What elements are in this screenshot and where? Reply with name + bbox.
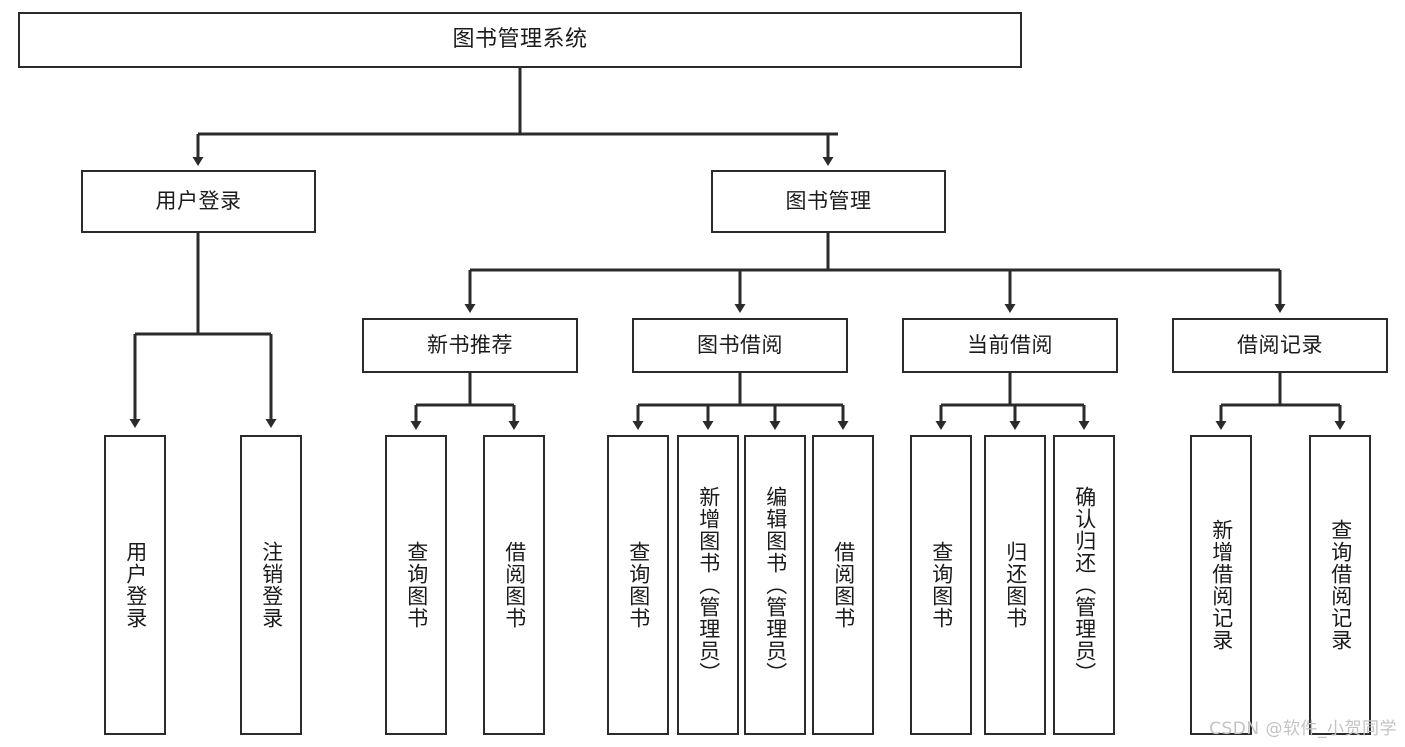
node-leaf-1[interactable]: 用户登录 [104, 435, 166, 735]
node-level3-label: 新书推荐 [427, 332, 513, 357]
node-leaf-label: 借阅图书 [502, 541, 527, 629]
node-leaf-label: 用户登录 [123, 541, 148, 629]
node-level3-3[interactable]: 当前借阅 [902, 318, 1118, 373]
node-leaf-6[interactable]: 新增图书（管理员） [677, 435, 739, 735]
node-root-label: 图书管理系统 [452, 26, 588, 52]
node-level3-label: 图书借阅 [697, 332, 783, 357]
node-leaf-7[interactable]: 编辑图书（管理员） [744, 435, 806, 735]
node-leaf-8[interactable]: 借阅图书 [812, 435, 874, 735]
node-leaf-label: 借阅图书 [831, 541, 856, 629]
node-leaf-label: 注销登录 [259, 541, 284, 629]
node-leaf-label: 查询借阅记录 [1328, 519, 1353, 651]
watermark: CSDN @软件_小贺同学 [1209, 719, 1397, 739]
node-leaf-11[interactable]: 确认归还（管理员） [1053, 435, 1115, 735]
node-leaf-5[interactable]: 查询图书 [607, 435, 669, 735]
node-level3-2[interactable]: 图书借阅 [632, 318, 848, 373]
node-level3-label: 当前借阅 [967, 332, 1053, 357]
node-leaf-13[interactable]: 查询借阅记录 [1309, 435, 1371, 735]
node-leaf-label: 查询图书 [929, 541, 954, 629]
node-root[interactable]: 图书管理系统 [18, 12, 1022, 68]
node-leaf-2[interactable]: 注销登录 [240, 435, 302, 735]
node-leaf-3[interactable]: 查询图书 [385, 435, 447, 735]
node-level2-1[interactable]: 用户登录 [81, 170, 316, 233]
node-leaf-label: 编辑图书（管理员） [763, 486, 788, 684]
node-level3-4[interactable]: 借阅记录 [1172, 318, 1388, 373]
node-leaf-label: 查询图书 [626, 541, 651, 629]
node-leaf-10[interactable]: 归还图书 [984, 435, 1046, 735]
node-leaf-label: 归还图书 [1003, 541, 1028, 629]
node-level2-label: 用户登录 [155, 188, 242, 213]
node-level3-label: 借阅记录 [1237, 332, 1323, 357]
node-level2-2[interactable]: 图书管理 [711, 170, 946, 233]
node-leaf-9[interactable]: 查询图书 [910, 435, 972, 735]
node-leaf-label: 新增借阅记录 [1209, 519, 1234, 651]
node-leaf-label: 新增图书（管理员） [696, 486, 721, 684]
node-leaf-4[interactable]: 借阅图书 [483, 435, 545, 735]
node-leaf-label: 查询图书 [404, 541, 429, 629]
node-level3-1[interactable]: 新书推荐 [362, 318, 578, 373]
node-leaf-12[interactable]: 新增借阅记录 [1190, 435, 1252, 735]
node-level2-label: 图书管理 [785, 188, 872, 213]
node-leaf-label: 确认归还（管理员） [1072, 486, 1097, 684]
